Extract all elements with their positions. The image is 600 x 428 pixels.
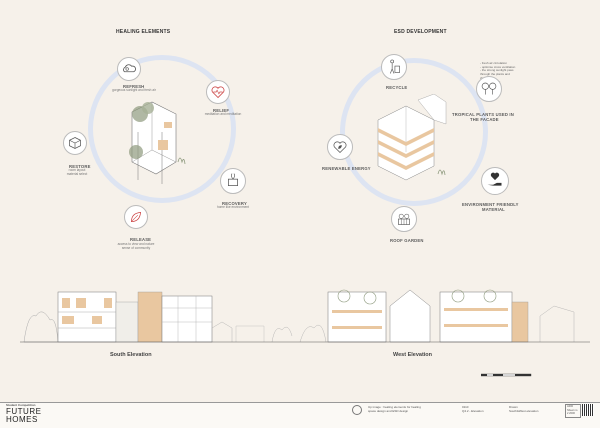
title-block: Student Competition FUTURE HOMES Up imag… [0, 402, 600, 428]
friendly-icon-badge [481, 167, 509, 195]
release-desc-1: access to view and nature [117, 242, 155, 246]
healing-ring [88, 55, 236, 203]
release-label: RELEASE [130, 237, 152, 242]
brand-line-1: FUTURE [6, 407, 42, 416]
north-arrow-icon [352, 405, 362, 415]
relief-icon-badge [206, 80, 230, 104]
sheet-name: Q4.2 - Elevation [462, 409, 484, 413]
recovery-desc: home like environment [216, 205, 250, 209]
competition-label: Student Competition [6, 403, 36, 407]
qr-code-icon [582, 404, 594, 416]
refresh-desc: gorgeous sunlight and fresh air [112, 88, 156, 92]
sheet-no-value: 2 2000 [567, 412, 575, 415]
west-elevation-label: West Elevation [393, 352, 433, 358]
friendly-label-2: MATERIAL [482, 207, 505, 212]
recovery-icon-badge [220, 168, 246, 194]
esd-ring [340, 58, 488, 206]
relief-label: RELIEF [213, 108, 230, 113]
recycle-label: RECYCLE [386, 85, 408, 90]
relief-desc: meditation and meditation [204, 112, 242, 116]
tropical-label-2: THE FACADE [470, 117, 499, 122]
sheet-code: 0110 [462, 405, 469, 409]
renewable-icon-badge [327, 134, 353, 160]
sheet-box: A000 Sheet no 2 2000 [565, 404, 581, 418]
drawn-value: South&West elevation [509, 409, 539, 413]
heart-pulse-icon [211, 86, 225, 99]
esd-note: - fresh air circulation [480, 61, 508, 65]
recycle-person-icon [390, 59, 400, 74]
caption-line-2: space design and ESD design [368, 409, 409, 413]
release-desc-2: sense of community [121, 246, 151, 250]
cube-icon [69, 137, 81, 149]
trees-icon [481, 82, 497, 95]
hand-heart-icon [487, 172, 502, 186]
leaf-icon [131, 212, 141, 222]
sheet-no-label: Sheet no [567, 408, 578, 412]
restore-icon-badge [63, 131, 87, 155]
scale-bar [481, 373, 532, 377]
healing-title: HEALING ELEMENTS [116, 29, 171, 35]
caption-line-1: Up image : healing elements for healing [368, 405, 421, 409]
sheet-id: A000 [567, 405, 574, 408]
roof-garden-icon-badge [391, 206, 417, 232]
restore-label: RESTORE [69, 164, 91, 169]
tropical-icon-badge [476, 76, 502, 102]
restore-desc-2: material select [66, 172, 88, 176]
heart-leaf-icon [333, 141, 347, 154]
brand-line-2: HOMES [6, 415, 38, 424]
esd-building-axonometric [377, 94, 447, 181]
recovery-label: RECOVERY [222, 201, 247, 206]
healing-building-axonometric [129, 101, 186, 184]
roof-garden-label: ROOF GARDEN [390, 238, 424, 243]
esd-note: through the plants and [480, 72, 510, 77]
cloud-sun-icon [123, 64, 136, 73]
west-elevation-drawing [299, 289, 575, 343]
esd-title: ESD DEVELOPMENT [394, 29, 447, 35]
friendly-label-1: ENVIRONMENT FRIENDLY [462, 202, 519, 207]
recycle-icon-badge [381, 54, 407, 80]
esd-note: - optimise cross ventilation [480, 64, 516, 69]
tropical-label-1: TROPICAL PLANTS USED IN [452, 112, 514, 117]
plant-hands-icon [228, 173, 238, 186]
refresh-label: REFRESH [123, 84, 145, 89]
roof-garden-icon [398, 213, 410, 225]
renewable-label: RENEWABLE ENERGY [322, 166, 371, 171]
release-icon-badge [124, 205, 148, 229]
drawn-label: Drawn [509, 405, 518, 409]
south-elevation-drawing [23, 291, 293, 343]
refresh-icon-badge [117, 57, 141, 81]
restore-desc-1: room layout [68, 168, 86, 172]
elevations-drawing [20, 289, 590, 343]
esd-note: - the strong sunlight pass [480, 68, 514, 73]
south-elevation-label: South Elevation [110, 352, 152, 358]
